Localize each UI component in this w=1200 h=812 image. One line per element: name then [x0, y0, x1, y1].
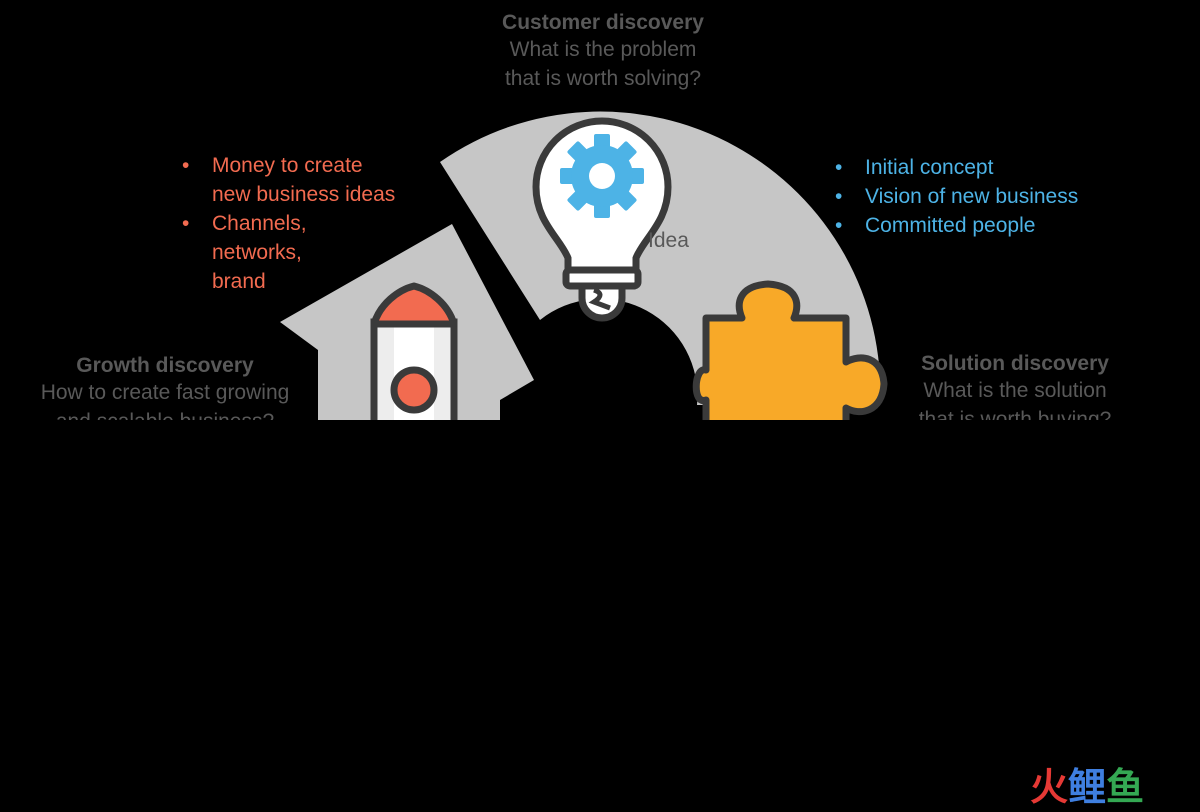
- watermark-logo: 火鲤鱼: [1030, 768, 1144, 808]
- solution-discovery-title: Solution discovery: [921, 352, 1109, 375]
- growth-discovery-question-1: How to create fast growing: [40, 381, 290, 404]
- solution-discovery-question-2: that is worth buying?: [918, 408, 1112, 420]
- customer-discovery-title: Customer discovery: [502, 11, 704, 34]
- inputs-list-item: Initial concept: [835, 153, 1165, 182]
- idea-label: Idea: [648, 229, 689, 252]
- resources-line: new business ideas: [212, 183, 396, 206]
- inputs-list-item: Vision of new business: [835, 182, 1165, 211]
- solution-discovery-block: Solution discovery What is the solution …: [860, 352, 1170, 420]
- resources-list: Money to create new business ideas Chann…: [182, 151, 472, 296]
- resources-list-item: Money to create new business ideas: [182, 151, 472, 209]
- solution-discovery-question-1: What is the solution: [923, 379, 1107, 402]
- growth-discovery-title: Growth discovery: [76, 354, 254, 377]
- resources-line: networks,: [212, 241, 302, 264]
- customer-discovery-block: Customer discovery What is the problem t…: [453, 11, 753, 93]
- resources-line: Channels,: [212, 212, 307, 235]
- customer-discovery-question-1: What is the problem: [509, 38, 697, 61]
- growth-discovery-question-2: and scalable business?: [10, 407, 320, 420]
- watermark-char-3: 鱼: [1106, 767, 1145, 809]
- inputs-list-item: Committed people: [835, 211, 1165, 240]
- watermark-char-2: 鲤: [1068, 767, 1107, 809]
- resources-line: brand: [212, 270, 266, 293]
- gear-icon: [560, 134, 644, 218]
- customer-discovery-question-2: that is worth solving?: [504, 67, 702, 90]
- resources-list-item: Channels, networks, brand: [182, 209, 472, 296]
- watermark-char-1: 火: [1030, 767, 1069, 809]
- growth-discovery-block: Growth discovery How to create fast grow…: [10, 354, 320, 420]
- puzzle-icon: [692, 280, 888, 429]
- background-cutoff: [0, 420, 1200, 812]
- inputs-list: Initial concept Vision of new business C…: [835, 153, 1165, 240]
- resources-line: Money to create: [212, 154, 363, 177]
- rocket-icon: [370, 282, 458, 430]
- lightbulb-icon: [532, 117, 672, 322]
